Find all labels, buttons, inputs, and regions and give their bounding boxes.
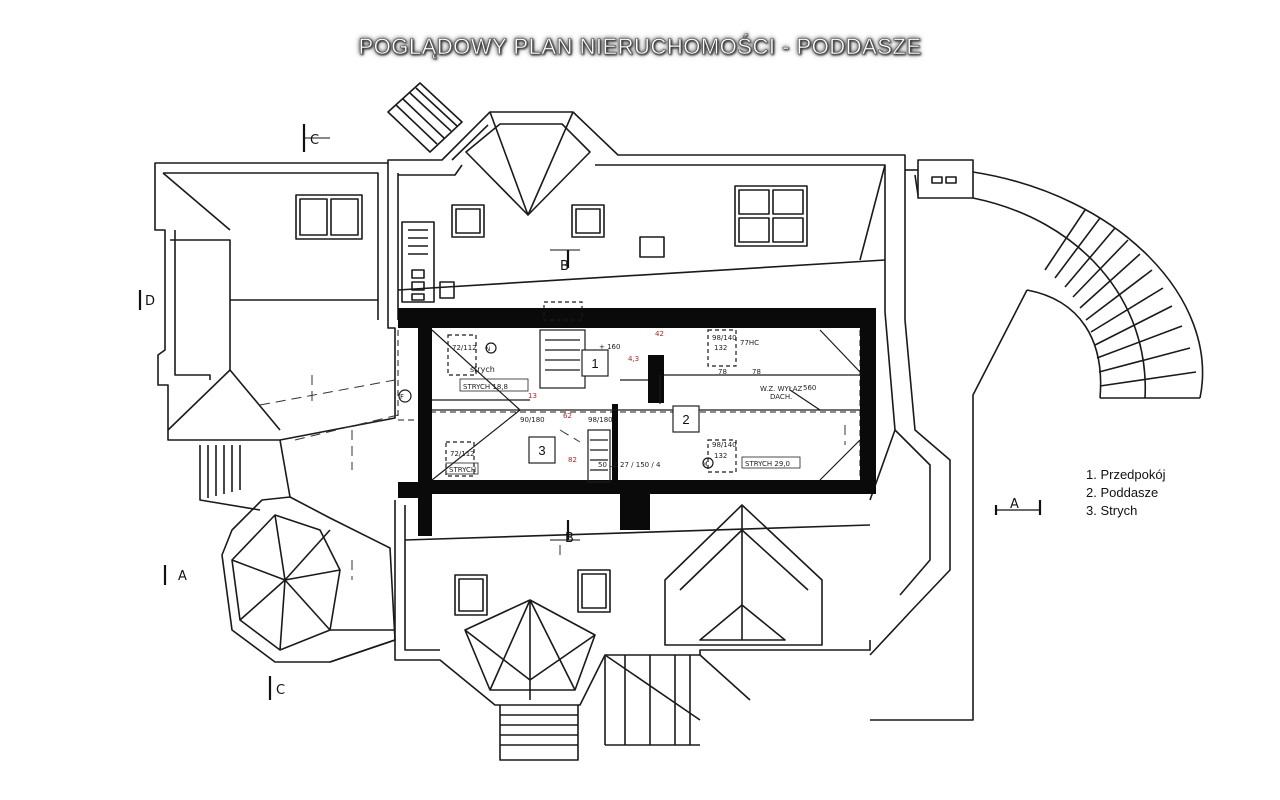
section-marker-d: D (145, 294, 155, 309)
area-label-strych-b-value: STRYCH 29,0 (745, 460, 790, 468)
section-marker-c-top: C (310, 133, 319, 148)
circle-label: F (400, 393, 404, 401)
top-stair (387, 82, 463, 153)
window-left-wing (295, 194, 363, 240)
spiral-staircase (870, 171, 1204, 721)
circle-marker-f (398, 389, 412, 403)
window-lower-1 (454, 574, 488, 616)
dim-label: + 160 (599, 343, 620, 351)
legend-item: 3. Strych (1086, 503, 1138, 518)
dim-label: 4,3 (628, 355, 639, 363)
legend-item: 1. Przedpokój (1086, 467, 1166, 482)
room-number-box-1: 1 (581, 349, 609, 377)
section-marker-c-bottom: C (276, 683, 285, 698)
circle-label: N (486, 346, 491, 353)
left-wing-roof (154, 162, 396, 441)
attic-walls (398, 308, 876, 536)
lower-roof (394, 500, 871, 721)
section-marker-b-top: B (560, 259, 569, 274)
red-annotation: 62 (563, 412, 572, 420)
circle-marker-n (485, 342, 497, 354)
handwritten-note: W.Z. WYŁAZ (760, 385, 803, 393)
right-wing-roof (869, 159, 974, 656)
room-number-1: 1 (591, 356, 598, 371)
plan-title: POGLĄDOWY PLAN NIERUCHOMOŚCI - PODDASZE (358, 34, 922, 60)
dim-label: 90/180 (520, 416, 545, 424)
room-legend: 1. Przedpokój 2. Poddasze 3. Strych (1086, 466, 1166, 520)
red-annotation: 42 (655, 330, 664, 338)
room-number-box-3: 3 (528, 436, 556, 464)
dim-label: 72/112 (450, 450, 475, 458)
upper-roof (387, 111, 906, 320)
dim-label: 98/180 (588, 416, 613, 424)
lower-stair (499, 655, 700, 761)
dim-label: 72/112 (452, 344, 477, 352)
dim-label: 132 (714, 344, 727, 352)
window-upper-1 (451, 204, 485, 238)
handwritten-strych: strych (470, 365, 495, 374)
legend-item: 2. Poddasze (1086, 485, 1159, 500)
dim-label: 560 (803, 384, 816, 392)
section-marker-a-right: A (1010, 497, 1019, 512)
left-tower (199, 439, 396, 663)
dim-label: 98/140 (712, 441, 737, 449)
room-number-3: 3 (538, 443, 545, 458)
dim-label: 98/140 (712, 334, 737, 342)
dim-label: 78 (752, 368, 761, 376)
circle-label: M (702, 461, 707, 468)
red-annotation: 82 (568, 456, 577, 464)
area-label-strych-b: STRYCH (449, 466, 476, 474)
handwritten-note: DACH. (770, 393, 792, 401)
section-marker-a-left: A (178, 569, 187, 584)
room-number-2: 2 (682, 412, 689, 427)
area-label-strych-a: STRYCH 18,8 (463, 383, 508, 391)
dim-label: 132 (714, 452, 727, 460)
window-upper-2 (571, 204, 605, 238)
section-marker-b-bottom: B (565, 531, 574, 546)
handwritten-note: 50 LŻ 27 / 150 / 4 (598, 460, 661, 469)
window-lower-2 (577, 569, 611, 613)
room-number-box-2: 2 (672, 405, 700, 433)
red-annotation: 13 (528, 392, 537, 400)
dim-label: 78 (718, 368, 727, 376)
handwritten-note: 77HC (740, 339, 759, 347)
skylight-upper (639, 236, 665, 258)
vent-block (401, 221, 455, 303)
circle-marker-m (702, 457, 714, 469)
window-upper-large (734, 185, 808, 247)
